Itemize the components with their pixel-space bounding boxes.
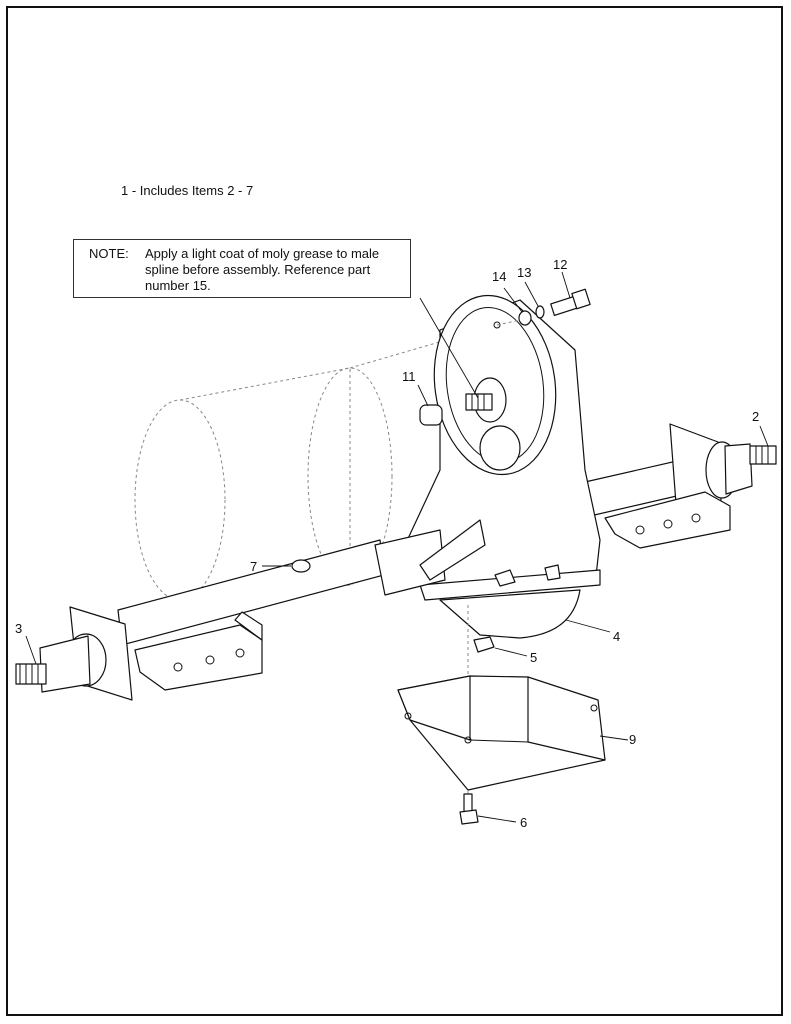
skid-plate-item-9 xyxy=(397,675,606,791)
bolt-item-6 xyxy=(459,793,479,825)
input-spline xyxy=(465,393,493,411)
callout-13: 13 xyxy=(517,265,532,280)
callout-12: 12 xyxy=(553,257,568,272)
callout-leaders xyxy=(25,271,769,823)
includes-caption: 1 - Includes Items 2 - 7 xyxy=(121,183,254,198)
right-mount-bracket xyxy=(604,423,731,549)
callout-9: 9 xyxy=(629,732,637,747)
callout-4: 4 xyxy=(613,629,621,644)
callout-3: 3 xyxy=(15,621,23,636)
bolt-washer-stack xyxy=(496,288,591,326)
bearing-cap-item-11 xyxy=(419,404,443,426)
callout-7: 7 xyxy=(250,559,258,574)
note-label: NOTE: xyxy=(89,246,129,261)
callout-11: 11 xyxy=(402,369,416,384)
callout-5: 5 xyxy=(530,650,538,665)
fill-plug-item-7 xyxy=(291,559,311,573)
note-box: NOTE: Apply a light coat of moly grease … xyxy=(73,239,411,298)
page-border xyxy=(6,6,783,1016)
right-axle-shaft xyxy=(705,441,777,499)
callout-14: 14 xyxy=(492,269,507,284)
gear-case-cover xyxy=(433,294,557,476)
callout-6: 6 xyxy=(520,815,528,830)
note-text: Apply a light coat of moly grease to mal… xyxy=(145,246,380,293)
callout-2: 2 xyxy=(752,409,760,424)
left-axle-shaft xyxy=(15,633,107,693)
